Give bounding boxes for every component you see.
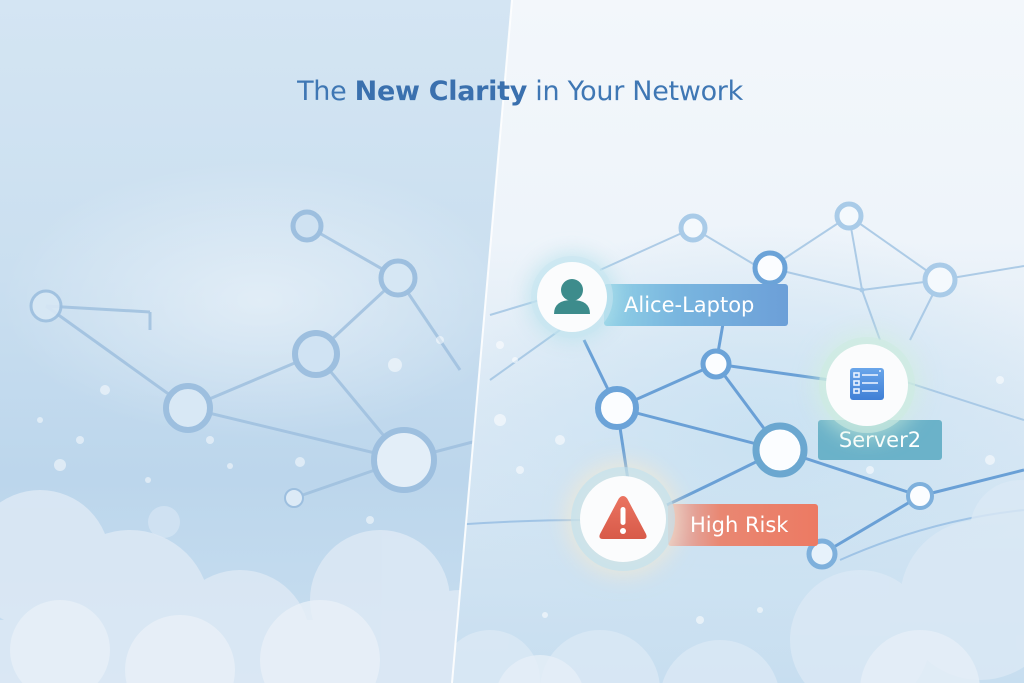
node-label-high-risk[interactable]: High Risk bbox=[668, 504, 818, 546]
node-label-server2[interactable]: Server2 bbox=[818, 420, 942, 460]
device-node-alice-laptop[interactable] bbox=[537, 262, 607, 332]
headline: The New Clarity in Your Network bbox=[0, 76, 1024, 107]
node-label-text: Server2 bbox=[838, 428, 922, 452]
alert-node-high-risk[interactable] bbox=[580, 476, 666, 562]
node-label-alice-laptop[interactable]: Alice-Laptop bbox=[604, 284, 788, 326]
headline-prefix: The bbox=[297, 76, 355, 107]
headline-emphasis: New Clarity bbox=[354, 76, 528, 107]
node-label-text: Alice-Laptop bbox=[624, 293, 755, 317]
warning-icon bbox=[599, 496, 647, 539]
headline-suffix: in Your Network bbox=[527, 76, 743, 107]
server-list-icon bbox=[850, 368, 884, 400]
device-node-server2[interactable] bbox=[826, 344, 908, 426]
user-icon bbox=[554, 279, 590, 314]
node-label-text: High Risk bbox=[690, 513, 789, 537]
